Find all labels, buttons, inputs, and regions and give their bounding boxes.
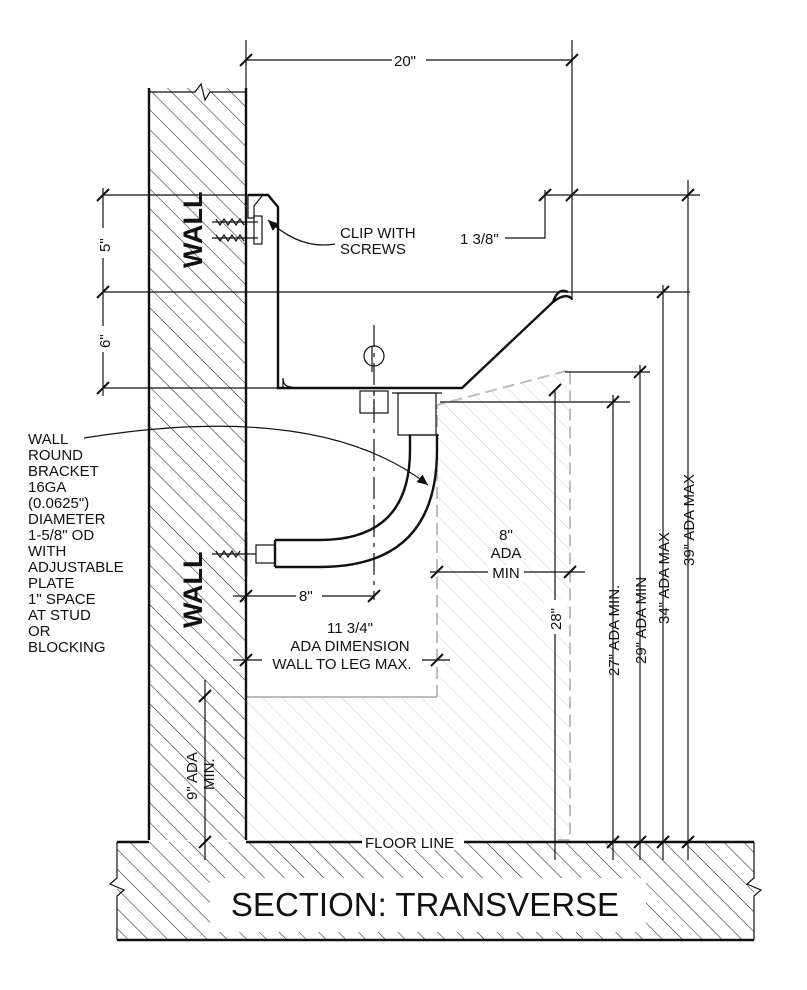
knee-min-line1: 8" — [499, 527, 513, 544]
bracket-line-5: (0.0625") — [28, 495, 89, 512]
wall-labels: WALL WALL FLOOR LINE — [178, 192, 464, 852]
dim-toe-height-line2: MIN. — [201, 758, 218, 790]
bracket-line-4: 16GA — [28, 479, 66, 496]
ada-wall-leg-line1: 11 3/4" — [327, 620, 373, 637]
dim-top-width: 20" — [394, 53, 416, 70]
center-line — [363, 325, 385, 600]
dim-toe-height-line1: 9" ADA — [184, 752, 201, 800]
wall-section — [147, 82, 248, 840]
knee-min-line2: ADA — [491, 545, 522, 562]
bracket-line-2: ROUND — [28, 447, 83, 464]
clip-screws-icon — [212, 215, 263, 245]
clip-label-line1: CLIP WITH — [340, 225, 416, 242]
bracket-line-9: ADJUSTABLE — [28, 559, 124, 576]
bracket-line-3: BRACKET — [28, 463, 99, 480]
dim-bowl-depth: 6" — [97, 334, 114, 348]
section-title: SECTION: TRANSVERSE — [231, 886, 619, 923]
clip-label: CLIP WITH SCREWS — [340, 225, 416, 258]
bracket-label: WALL ROUND BRACKET 16GA (0.0625") DIAMET… — [28, 431, 124, 656]
dimension-lines — [96, 40, 700, 860]
dimension-text: 20" 1 3/8" 5" 6" 8" 28" 27" ADA MIN. 29"… — [92, 51, 698, 800]
knee-min-line3: MIN — [492, 565, 520, 582]
bracket-line-1: WALL — [28, 431, 68, 448]
bracket-line-8: WITH — [28, 543, 66, 560]
upper-wall-label: WALL — [178, 192, 208, 268]
dim-rim-29: 29" ADA MIN — [633, 577, 650, 664]
lower-wall-label: WALL — [178, 552, 208, 628]
clip-label-line2: SCREWS — [340, 241, 406, 258]
round-bracket — [212, 434, 439, 576]
dim-bracket-reach: 8" — [299, 588, 313, 605]
ada-clearance-zone — [246, 368, 571, 841]
bracket-line-12: AT STUD — [28, 607, 91, 624]
leader-lines — [83, 190, 546, 486]
bracket-line-10: PLATE — [28, 575, 74, 592]
floor-line-label: FLOOR LINE — [365, 835, 454, 852]
dim-knee-height: 28" — [548, 608, 565, 630]
centerline-label: CL — [500, 339, 502, 341]
ada-wall-leg-line3: WALL TO LEG MAX. — [272, 656, 411, 673]
dim-rim-34: 34" ADA MAX — [656, 532, 673, 624]
knee-min-label: 8" ADA MIN — [488, 527, 524, 582]
dim-back-height: 5" — [97, 238, 114, 252]
dim-rim-39: 39" ADA MAX — [681, 474, 698, 566]
bracket-line-13: OR — [28, 623, 51, 640]
dim-rim-27: 27" ADA MIN. — [606, 585, 623, 676]
floor-section — [108, 840, 763, 942]
bracket-line-11: 1" SPACE — [28, 591, 96, 608]
bracket-line-6: DIAMETER — [28, 511, 106, 528]
dim-lip: 1 3/8" — [460, 231, 499, 248]
bracket-line-14: BLOCKING — [28, 639, 106, 656]
ada-wall-leg-label: 11 3/4" ADA DIMENSION WALL TO LEG MAX. — [262, 620, 422, 673]
bracket-line-7: 1-5/8" OD — [28, 527, 94, 544]
ada-wall-leg-line2: ADA DIMENSION — [290, 638, 409, 655]
